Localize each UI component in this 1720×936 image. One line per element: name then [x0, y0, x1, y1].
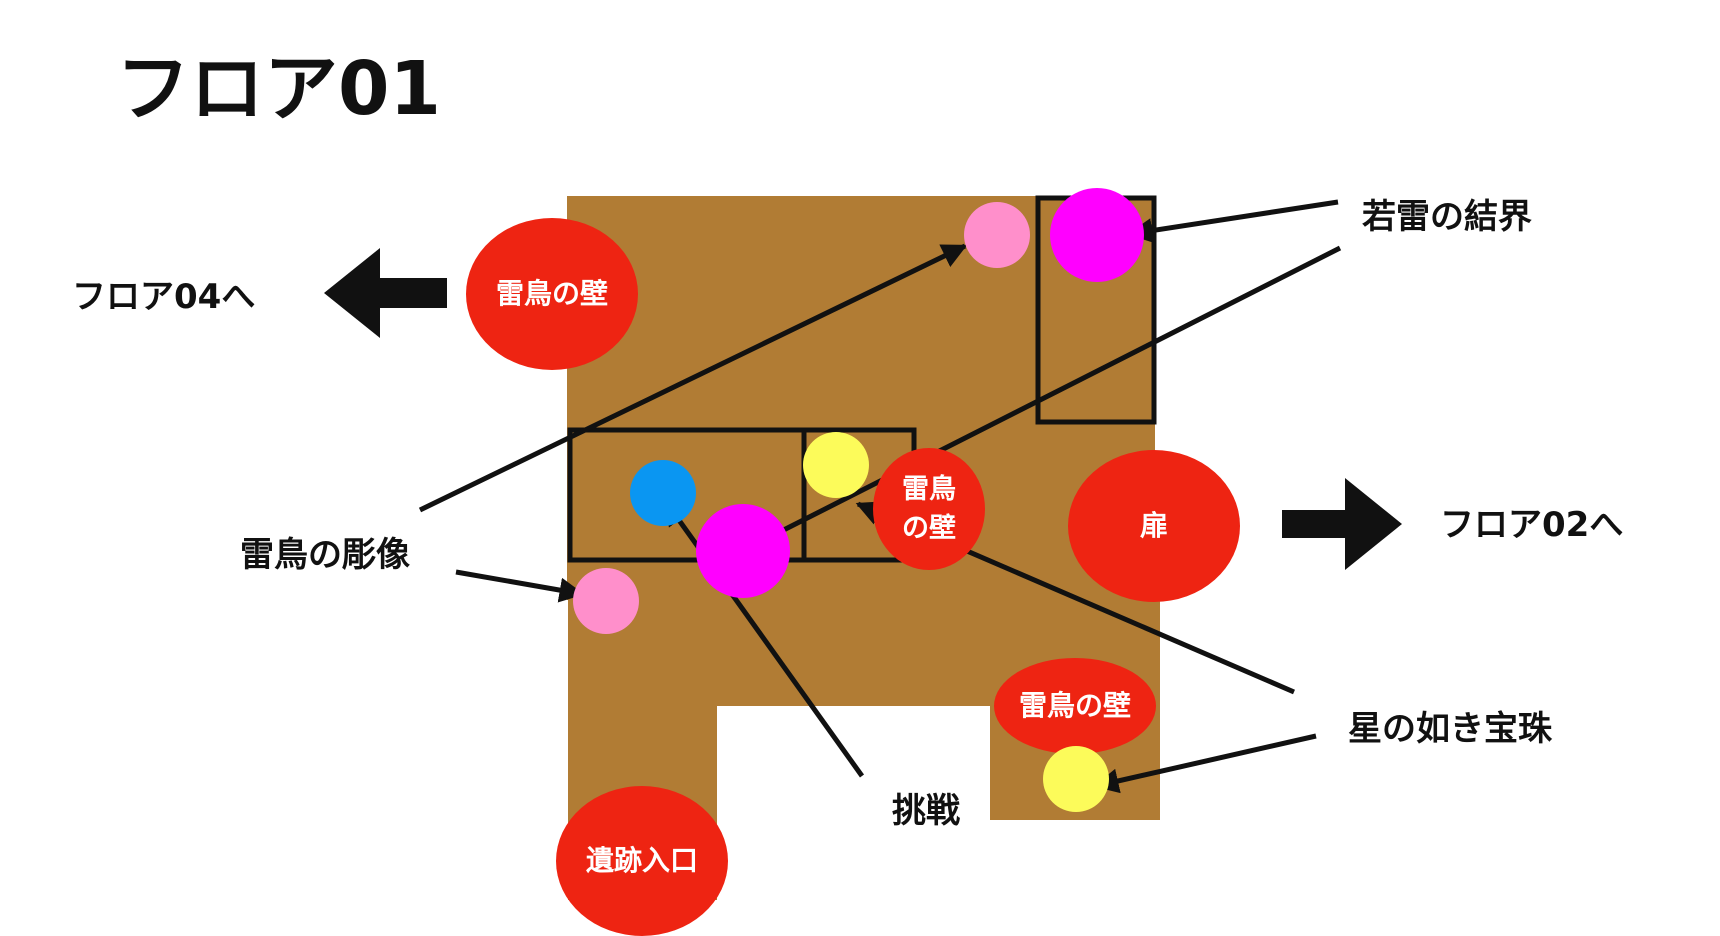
callout-label-orb: 星の如き宝珠: [1348, 709, 1552, 749]
callout-label-statue: 雷鳥の彫像: [240, 535, 410, 575]
exit-right-arrow: [1282, 478, 1402, 570]
wall-node-bottom-right: 雷鳥の壁: [994, 658, 1156, 754]
callout-line-barrier-center: [757, 245, 1342, 545]
callout-line-statue-top: [418, 243, 968, 513]
barrier-marker-center: [696, 504, 790, 598]
callout-line-barrier-top: [1127, 199, 1339, 243]
door-node-label: 扉: [1139, 508, 1168, 542]
wall-node-top-left-label: 雷鳥の壁: [495, 276, 608, 310]
entrance-node: 遺跡入口: [556, 786, 728, 936]
door-node: 扉: [1068, 450, 1240, 602]
wall-node-bottom-right-label: 雷鳥の壁: [1018, 688, 1131, 722]
wall-node-top-left: 雷鳥の壁: [466, 218, 638, 370]
statue-marker-top: [964, 202, 1030, 268]
orb-marker-center: [803, 432, 869, 498]
exit-right-label: フロア02へ: [1440, 505, 1624, 545]
statue-marker-left: [573, 568, 639, 634]
callout-label-challenge: 挑戦: [892, 791, 960, 831]
wall-node-center-label: 雷鳥 の壁: [902, 473, 956, 544]
callout-line-orb-bottom: [1093, 733, 1317, 794]
entrance-node-label: 遺跡入口: [585, 843, 698, 877]
orb-marker-bottom: [1043, 746, 1109, 812]
callout-label-barrier: 若雷の結界: [1362, 197, 1532, 237]
exit-left-arrow: [324, 248, 447, 338]
challenge-marker: [630, 460, 696, 526]
exit-left-label: フロア04へ: [72, 277, 256, 317]
barrier-marker-top: [1050, 188, 1144, 282]
callout-line-statue-left: [455, 569, 585, 603]
wall-node-center: 雷鳥 の壁: [873, 448, 985, 570]
page-title: フロア01: [116, 46, 441, 132]
